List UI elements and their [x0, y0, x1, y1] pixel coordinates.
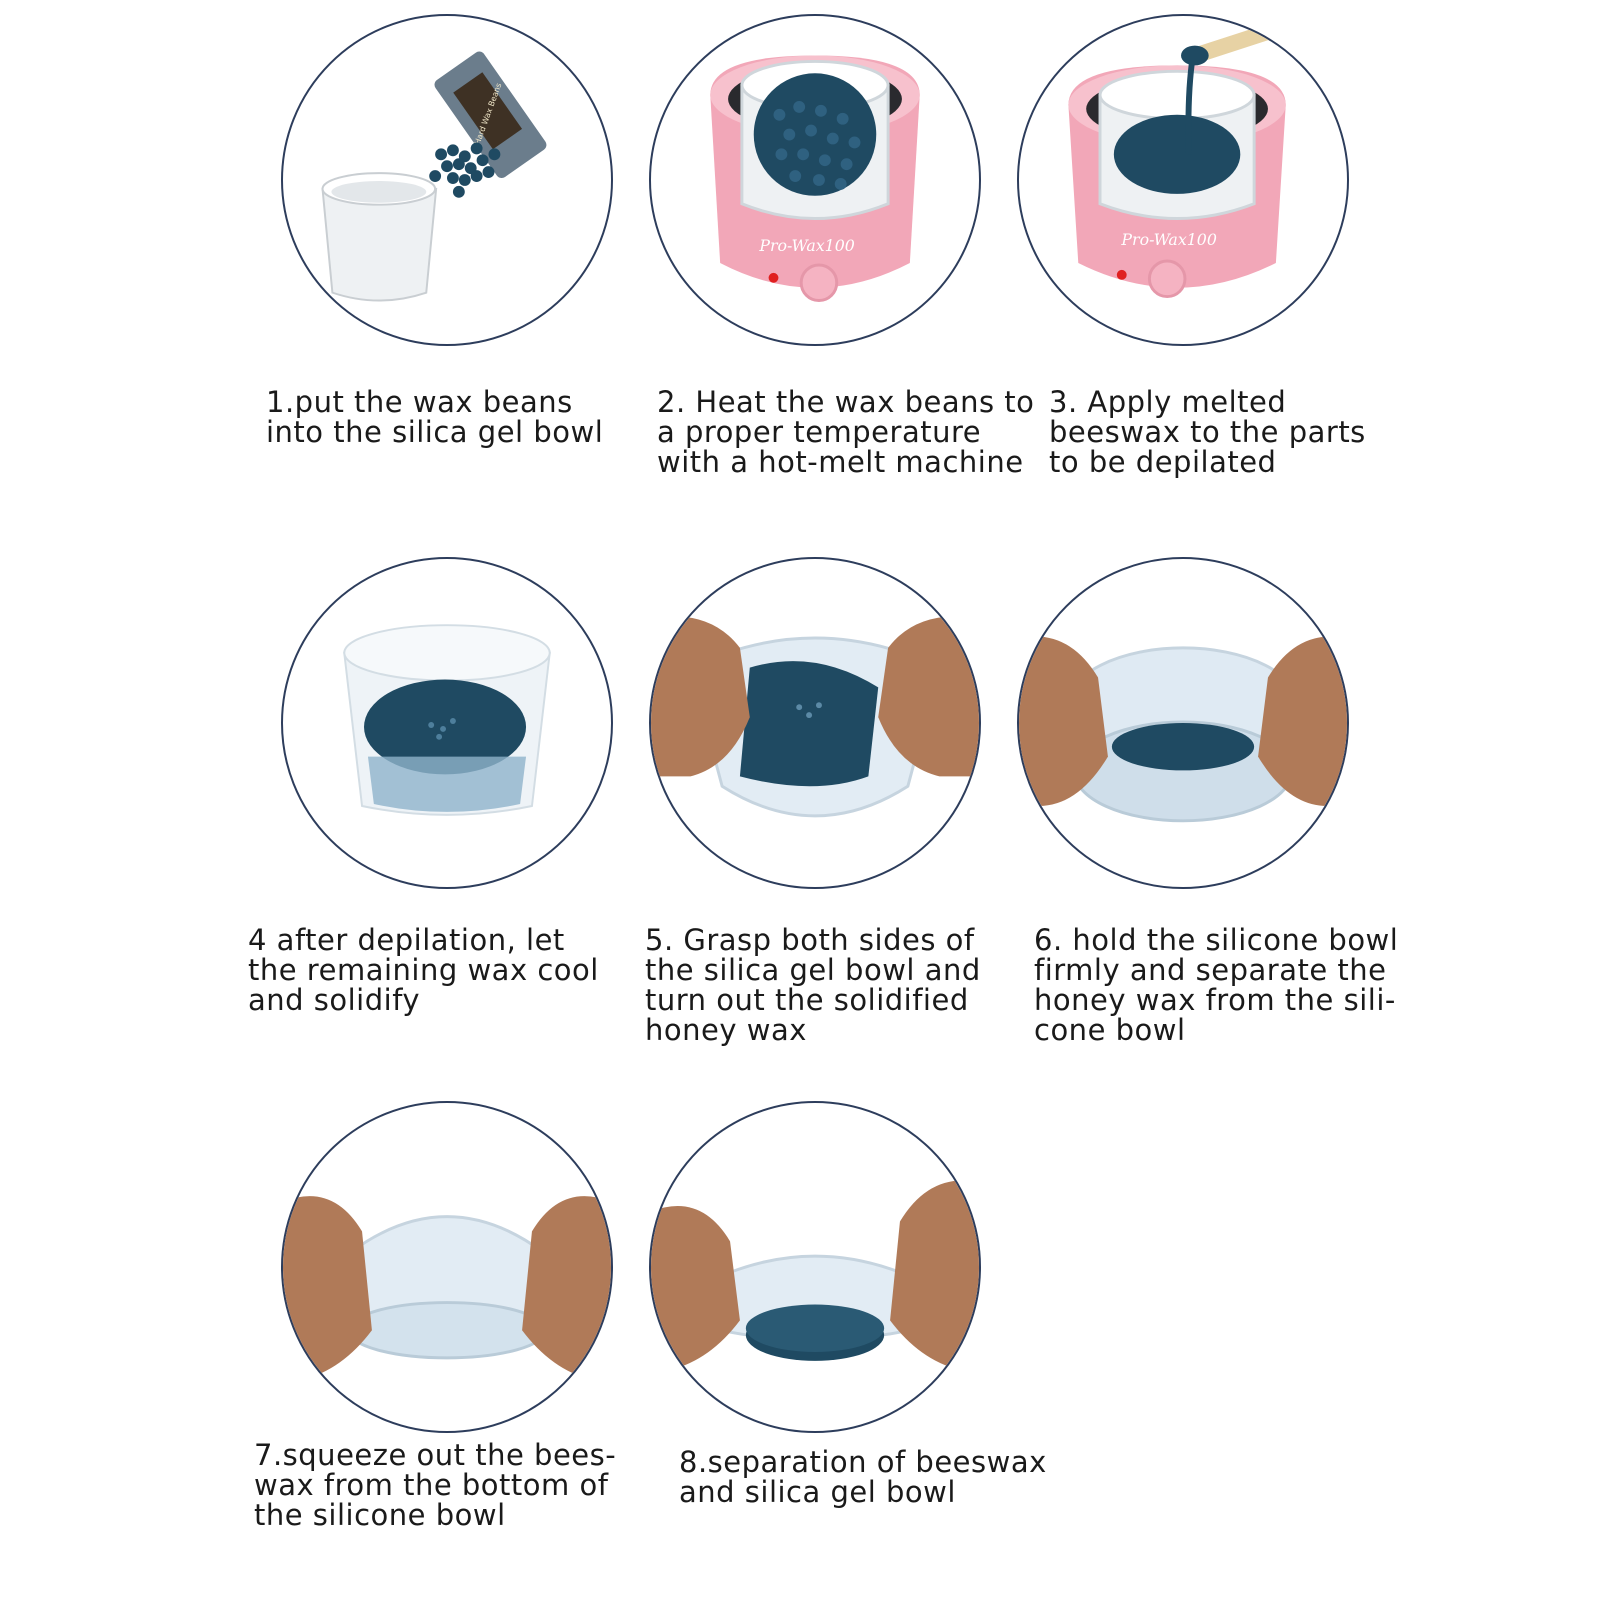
step-1-image: Hard Wax Beans — [281, 14, 613, 346]
step-2-caption: 2. Heat the wax beans to a proper temper… — [657, 385, 1035, 479]
svg-text:Pro-Wax100: Pro-Wax100 — [1120, 230, 1217, 249]
svg-text:Pro-Wax100: Pro-Wax100 — [758, 236, 855, 255]
silicone-bowl-icon — [343, 624, 551, 816]
step-6-image — [1017, 557, 1349, 889]
wax-disc-icon — [745, 1304, 885, 1361]
step-1-caption: 1.put the wax beans into the silica gel … — [266, 385, 604, 449]
step-7-image — [281, 1101, 613, 1433]
silicone-bowl-icon — [688, 636, 942, 818]
right-hand-icon — [890, 1180, 979, 1370]
step-8-caption: 8.separation of beeswax and silica gel b… — [679, 1445, 1047, 1509]
step-3-caption: 3. Apply melted beeswax to the parts to … — [1049, 385, 1366, 479]
step-4-caption: 4 after depilation, let the remaining wa… — [248, 923, 599, 1017]
right-hand-icon — [878, 616, 979, 777]
left-hand-icon — [651, 616, 750, 777]
left-hand-icon — [651, 1206, 740, 1370]
step-6-caption: 6. hold the silicone bowl firmly and sep… — [1034, 923, 1399, 1047]
wax-bag-icon: Hard Wax Beans — [434, 51, 547, 179]
step-3-image: Pro-Wax100 — [1017, 14, 1349, 346]
wax-heater-icon: Pro-Wax100 — [710, 55, 920, 303]
step-4-image — [281, 557, 613, 889]
silicone-bowl-icon — [1064, 646, 1302, 823]
step-7-caption: 7.squeeze out the bees- wax from the bot… — [254, 1438, 617, 1532]
step-5-caption: 5. Grasp both sides of the silica gel bo… — [645, 923, 981, 1047]
right-hand-icon — [1258, 636, 1347, 806]
left-hand-icon — [1019, 636, 1108, 806]
step-8-image — [649, 1101, 981, 1433]
right-hand-icon — [522, 1196, 611, 1380]
wax-beans-icon — [429, 142, 501, 198]
step-5-image — [649, 557, 981, 889]
wax-heater-icon: Pro-Wax100 — [1068, 65, 1286, 299]
silicone-bowl-icon — [321, 172, 438, 302]
silicone-bowl-icon — [346, 1215, 548, 1360]
step-2-image: Pro-Wax100 — [649, 14, 981, 346]
left-hand-icon — [283, 1196, 372, 1380]
